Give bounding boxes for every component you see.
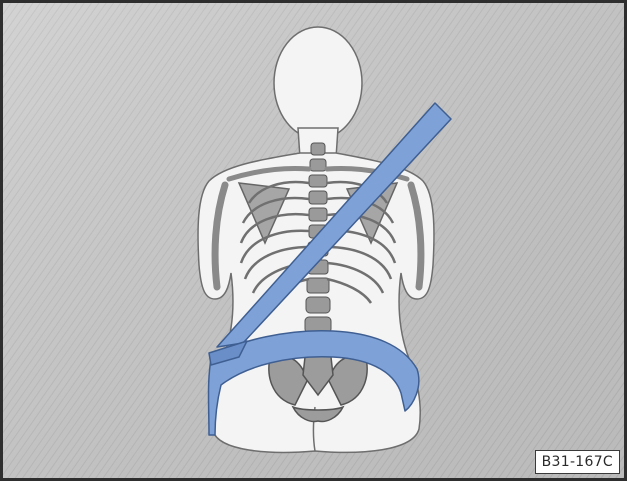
- figure-code-label: B31-167C: [535, 450, 620, 474]
- head: [274, 27, 362, 139]
- seat-belt-illustration: [3, 3, 624, 478]
